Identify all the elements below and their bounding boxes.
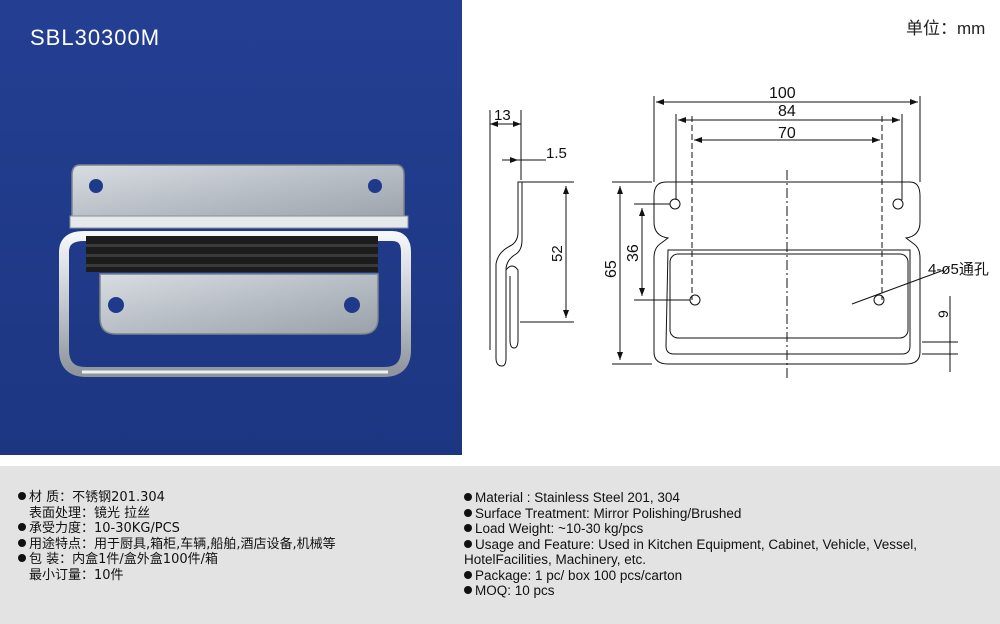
specifications-panel: 材 质：不锈钢201.304 表面处理：镜光 拉丝 承受力度：10-30KG/P… — [0, 466, 1000, 624]
dim-65: 65 — [603, 260, 620, 278]
dim-1-5: 1.5 — [546, 145, 567, 162]
bullet-icon — [18, 538, 26, 547]
bullet-icon — [464, 524, 472, 532]
spec-row: 包 装：内盒1件/盒外盒100件/箱 — [18, 552, 336, 568]
mount-hole — [344, 297, 360, 313]
hole-note: 4-ø5通孔 — [928, 261, 989, 278]
dim-36: 36 — [625, 244, 642, 262]
mount-hole — [108, 297, 124, 313]
product-model: SBL30300M — [30, 25, 161, 50]
dim-52: 52 — [549, 245, 566, 262]
spec-row: HotelFacilities, Machinery, etc. — [464, 552, 647, 567]
spec-row: Package: 1 pc/ box 100 pcs/carton — [464, 568, 917, 584]
bullet-icon — [464, 570, 472, 579]
bullet-icon — [18, 554, 26, 562]
spec-row: Material : Stainless Steel 201, 304 — [464, 490, 917, 506]
spec-row: 承受力度：10-30KG/PCS — [18, 521, 336, 537]
mount-hole — [89, 179, 103, 193]
dim-9: 9 — [935, 310, 951, 318]
spec-row: 用途特点：用于厨具,箱柜,车辆,船舶,酒店设备,机械等 — [18, 537, 336, 553]
specs-chinese: 材 质：不锈钢201.304 表面处理：镜光 拉丝 承受力度：10-30KG/P… — [18, 490, 336, 583]
bullet-icon — [464, 539, 472, 548]
dim-100: 100 — [769, 85, 796, 102]
technical-drawing: 13 1.5 52 100 84 70 65 36 9 4-ø5通孔 — [489, 85, 989, 380]
dim-70: 70 — [778, 125, 796, 142]
mount-hole — [368, 179, 382, 193]
bullet-icon — [18, 523, 26, 531]
spec-row: 最小订量：10件 — [29, 567, 124, 583]
unit-label: 单位：mm — [906, 19, 986, 38]
dim-84: 84 — [778, 103, 796, 120]
spec-row: Load Weight: ~10-30 kg/pcs — [464, 521, 917, 537]
spec-row: MOQ: 10 pcs — [464, 583, 917, 599]
spec-row: Usage and Feature: Used in Kitchen Equip… — [464, 537, 917, 553]
spec-row: 材 质：不锈钢201.304 — [18, 490, 336, 506]
bullet-icon — [464, 586, 472, 594]
product-photo-panel: SBL30300M — [0, 0, 462, 455]
bullet-icon — [464, 508, 472, 517]
dim-13: 13 — [494, 107, 511, 124]
specs-english: Material : Stainless Steel 201, 304 Surf… — [464, 490, 917, 599]
handle-photo — [59, 164, 411, 377]
spec-row: Surface Treatment: Mirror Polishing/Brus… — [464, 506, 917, 522]
spec-row: 表面处理：镜光 拉丝 — [29, 505, 151, 521]
bullet-icon — [464, 493, 472, 501]
bullet-icon — [18, 492, 26, 500]
